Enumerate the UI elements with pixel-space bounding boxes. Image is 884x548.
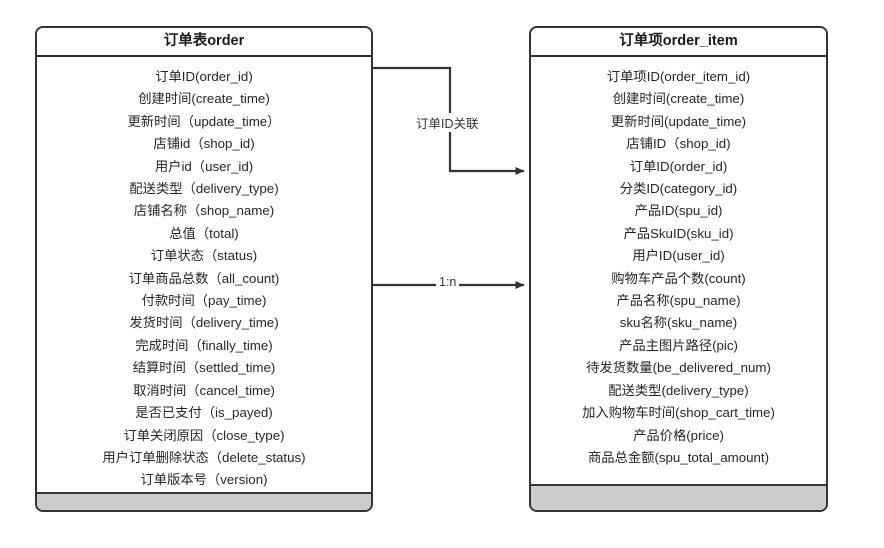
entity-field: 发货时间（delivery_time) bbox=[129, 315, 279, 331]
entity-field: 待发货数量(be_delivered_num) bbox=[586, 360, 771, 376]
entity-field: 付款时间（pay_time) bbox=[141, 293, 267, 309]
entity-field: 购物车产品个数(count) bbox=[611, 270, 746, 286]
entity-field: 配送类型（delivery_type) bbox=[129, 181, 279, 197]
entity-field: 订单版本号（version) bbox=[140, 472, 268, 488]
entity-order-item-field-list: 订单项ID(order_item_id) 创建时间(create_time) 更新时… bbox=[531, 57, 826, 484]
entity-field: 更新时间（update_time） bbox=[127, 113, 281, 129]
entity-field: 产品主图片路径(pic) bbox=[619, 337, 738, 353]
entity-field: 用户ID(user_id) bbox=[632, 248, 725, 264]
entity-field: 店铺id（shop_id) bbox=[153, 136, 255, 152]
entity-field: 取消时间（cancel_time) bbox=[133, 382, 275, 398]
entity-field: 订单ID(order_id) bbox=[155, 69, 253, 84]
entity-field: 店铺名称（shop_name) bbox=[133, 203, 275, 219]
entity-field: 用户订单删除状态（delete_status) bbox=[102, 449, 306, 465]
entity-field: 完成时间（finally_time) bbox=[135, 337, 273, 353]
entity-field: 订单状态（status) bbox=[150, 248, 258, 264]
entity-order-item-header: 订单项order_item bbox=[531, 28, 826, 57]
entity-field: 结算时间（settled_time) bbox=[132, 360, 276, 376]
entity-order-item-footer bbox=[531, 484, 826, 510]
entity-field: 创建时间(create_time) bbox=[138, 91, 270, 107]
entity-field: 商品总金额(spu_total_amount) bbox=[587, 449, 770, 465]
entity-field: 配送类型(delivery_type) bbox=[608, 382, 749, 398]
entity-field: 订单项ID(order_item_id) bbox=[606, 69, 751, 84]
connector-label-cardinality: 1:n bbox=[436, 275, 460, 289]
entity-field: 店铺ID（shop_id) bbox=[626, 136, 731, 152]
entity-field: 加入购物车时间(shop_cart_time) bbox=[582, 405, 775, 421]
entity-field: 产品SkuID(sku_id) bbox=[623, 225, 734, 241]
entity-order-item[interactable]: 订单项order_item 订单项ID(order_item_id) 创建时间(c… bbox=[529, 26, 828, 512]
entity-field: 是否已支付（is_payed) bbox=[135, 405, 273, 421]
entity-field: 创建时间(create_time) bbox=[612, 91, 745, 107]
entity-field: 产品价格(price) bbox=[633, 427, 724, 443]
entity-field: 更新时间(update_time) bbox=[610, 113, 747, 129]
entity-field: 总值（total) bbox=[169, 225, 239, 241]
entity-field: 用户id（user_id) bbox=[154, 158, 254, 174]
entity-order-header: 订单表order bbox=[37, 28, 371, 57]
entity-order-footer bbox=[37, 491, 371, 510]
entity-field: 订单商品总数（all_count) bbox=[128, 270, 280, 286]
entity-field: 产品名称(spu_name) bbox=[616, 293, 741, 309]
entity-field: 产品ID(spu_id) bbox=[634, 203, 723, 219]
entity-order-field-list: 订单ID(order_id) 创建时间(create_time) 更新时间（upda… bbox=[37, 57, 371, 492]
entity-field: sku名称(sku_name) bbox=[619, 315, 738, 331]
entity-field: 分类ID(category_id) bbox=[619, 181, 738, 197]
entity-field: 订单ID(order_id) bbox=[629, 158, 728, 174]
connector-label-order-id-relation: 订单ID关联 bbox=[413, 113, 482, 132]
entity-field: 订单关闭原因（close_type) bbox=[123, 427, 285, 443]
entity-order[interactable]: 订单表order 订单ID(order_id) 创建时间(create_time)… bbox=[35, 26, 373, 512]
